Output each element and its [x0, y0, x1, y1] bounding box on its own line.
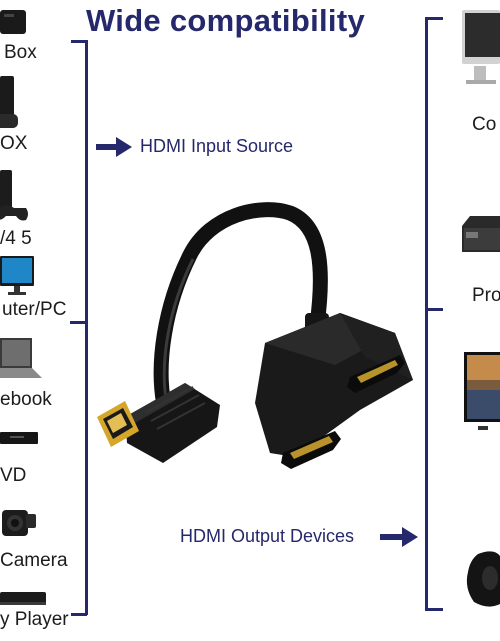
input-arrow-icon: [96, 137, 132, 157]
projector-icon: [462, 216, 500, 252]
device-label-dvd: VD: [0, 465, 27, 486]
left-bracket-bottom: [71, 613, 87, 616]
playstation-console-icon: [0, 170, 28, 221]
hdmi-output-label: HDMI Output Devices: [180, 526, 355, 546]
desktop-computer-icon: [0, 256, 34, 295]
device-label-blu-ray: y Player: [0, 609, 69, 630]
hdmi-port-lower: [281, 431, 341, 469]
television-icon: [464, 352, 500, 430]
game-controller-icon: [466, 551, 500, 607]
computer-monitor-icon: [462, 10, 500, 84]
hdmi-port-upper: [347, 355, 405, 393]
right-bracket-tick: [427, 308, 443, 311]
dvd-player-icon: [0, 432, 38, 444]
device-label-playstation: /4 5: [0, 228, 32, 249]
tv-box-icon: [0, 10, 26, 34]
right-bracket-bottom: [425, 608, 443, 611]
laptop-icon: [0, 338, 42, 378]
right-bracket-line: [425, 17, 428, 611]
device-label-monitor: Co: [472, 114, 497, 135]
page-title: Wide compatibility: [86, 3, 365, 38]
left-bracket-line: [85, 40, 88, 615]
device-label-notebook: ebook: [0, 389, 52, 410]
hdmi-input-label: HDMI Input Source: [140, 136, 294, 156]
video-camera-icon: [2, 510, 36, 536]
xbox-console-icon: [0, 76, 18, 128]
hdmi-splitter-cable-icon: [97, 202, 413, 469]
device-label-camera: Camera: [0, 550, 68, 571]
left-bracket-top: [71, 40, 87, 43]
device-label-xbox: OX: [0, 133, 28, 154]
output-arrow-icon: [380, 527, 418, 547]
left-bracket-tick: [70, 321, 86, 324]
device-label-computer: uter/PC: [2, 299, 67, 320]
device-label-projector: Pro: [472, 285, 500, 306]
device-label-tv-box: Box: [4, 42, 37, 63]
blu-ray-player-icon: [0, 592, 46, 605]
right-bracket-top: [425, 17, 443, 20]
